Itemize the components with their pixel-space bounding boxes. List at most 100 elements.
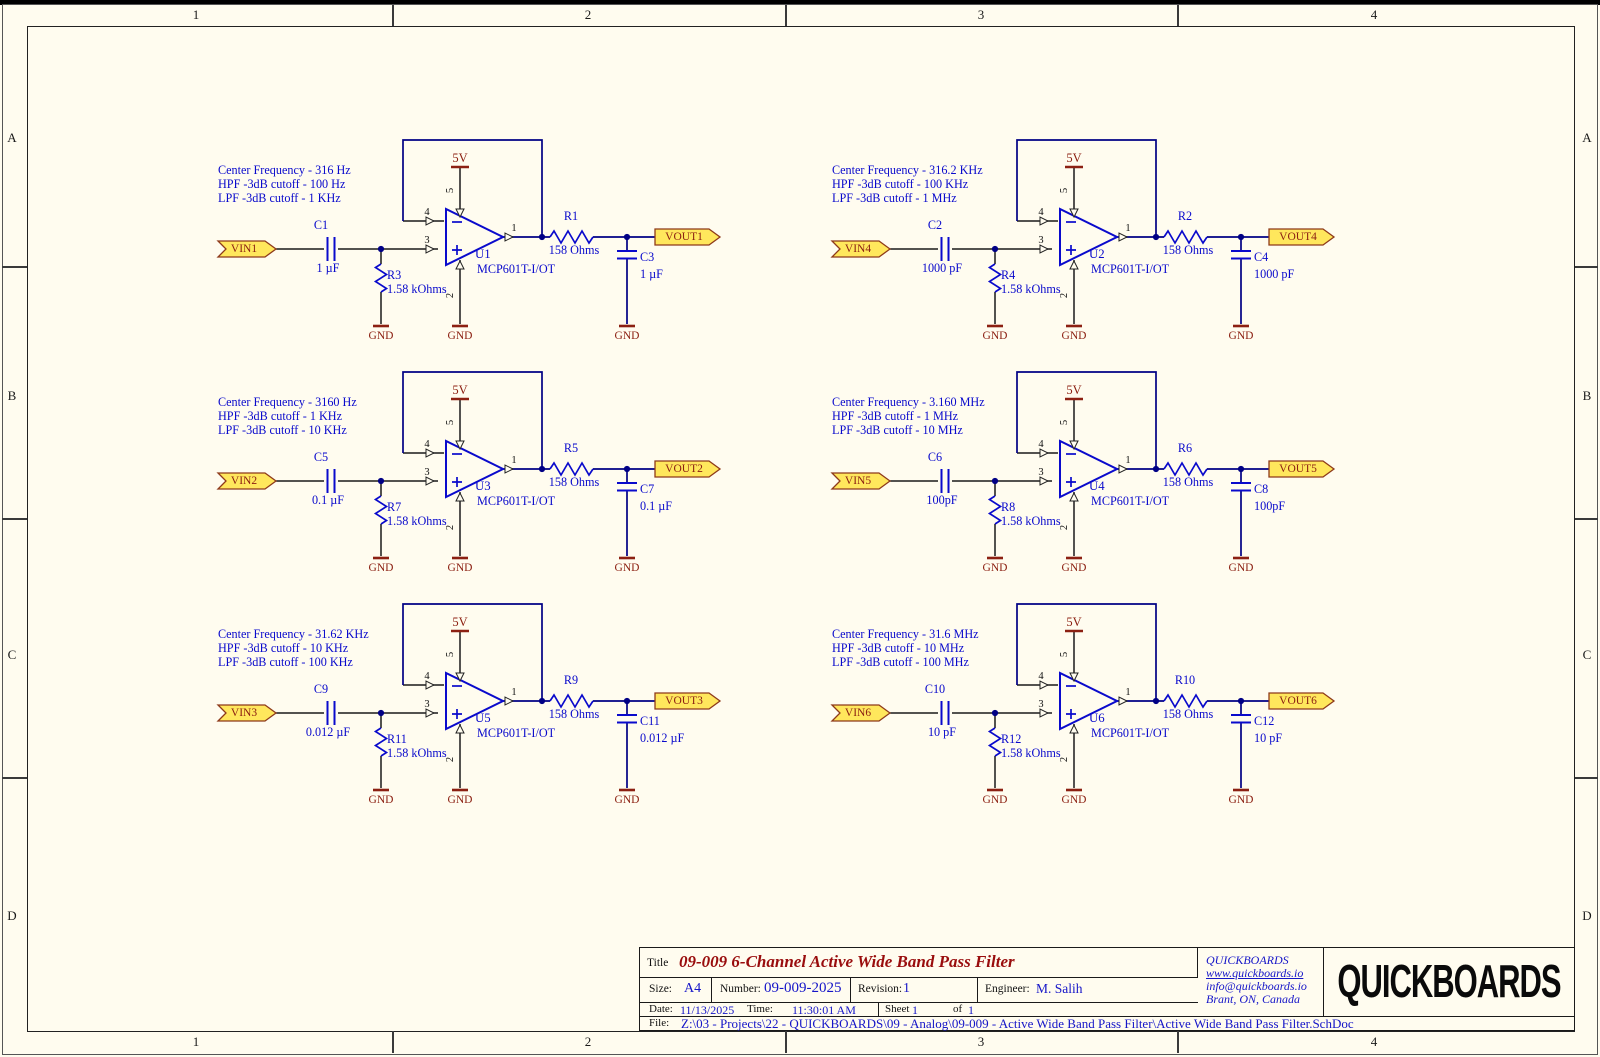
output-resistor[interactable] bbox=[1163, 461, 1208, 477]
opamp[interactable] bbox=[1059, 671, 1120, 731]
output-res-designator: R9 bbox=[563, 673, 579, 687]
output-res-designator: R1 bbox=[563, 209, 579, 223]
shunt-resistor[interactable] bbox=[373, 495, 389, 525]
filter-annotation: Center Frequency - 31.62 KHz HPF -3dB cu… bbox=[218, 627, 369, 670]
gnd-label: GND bbox=[982, 330, 1008, 342]
output-res-value: 158 Ohms bbox=[1162, 243, 1214, 257]
row-label-left-A: A bbox=[7, 130, 17, 145]
output-resistor[interactable] bbox=[1163, 229, 1208, 245]
vin-port[interactable] bbox=[830, 240, 892, 258]
pin-direction-arrows bbox=[1039, 440, 1129, 502]
opamp[interactable] bbox=[445, 207, 506, 267]
vout-port-label: VOUT4 bbox=[1279, 231, 1317, 243]
vout-port[interactable] bbox=[1268, 460, 1336, 478]
vout-port[interactable] bbox=[654, 228, 722, 246]
gnd-label: GND bbox=[982, 794, 1008, 806]
opamp-designator: U3 bbox=[475, 479, 491, 493]
frame-divider bbox=[2, 777, 27, 779]
date-cell: Date: 11/13/2025 Time: 11:30:01 AM bbox=[640, 1003, 879, 1017]
shunt-resistor[interactable] bbox=[373, 727, 389, 757]
row-label-right-C: C bbox=[1582, 647, 1592, 662]
output-res-value: 158 Ohms bbox=[1162, 475, 1214, 489]
shunt-res-designator: R12 bbox=[1001, 732, 1022, 746]
vout-port[interactable] bbox=[654, 460, 722, 478]
output-resistor[interactable] bbox=[549, 693, 594, 709]
number-label: Number: bbox=[720, 983, 761, 995]
opamp[interactable] bbox=[445, 671, 506, 731]
pin-number-inverting: 4 bbox=[424, 207, 430, 218]
output-capacitor[interactable] bbox=[617, 250, 637, 260]
output-capacitor[interactable] bbox=[1231, 482, 1251, 492]
company-info-cell: QUICKBOARDS www.quickboards.io info@quic… bbox=[1198, 948, 1324, 1017]
input-capacitor[interactable] bbox=[940, 469, 950, 493]
filter-channel: Center Frequency - 3160 Hz HPF -3dB cuto… bbox=[180, 362, 800, 612]
output-resistor[interactable] bbox=[549, 229, 594, 245]
vin-port[interactable] bbox=[830, 704, 892, 722]
junction-dots bbox=[991, 697, 1245, 717]
company-url[interactable]: www.quickboards.io bbox=[1206, 966, 1304, 980]
row-label-right-D: D bbox=[1582, 908, 1592, 923]
filter-annotation: Center Frequency - 316.2 KHz HPF -3dB cu… bbox=[832, 163, 983, 206]
revision-label: Revision: bbox=[858, 983, 903, 995]
output-capacitor[interactable] bbox=[617, 482, 637, 492]
opamp[interactable] bbox=[1059, 207, 1120, 267]
vout-port[interactable] bbox=[654, 692, 722, 710]
pin-number-inverting: 4 bbox=[424, 439, 430, 450]
date-label: Date: bbox=[649, 1003, 673, 1015]
output-resistor[interactable] bbox=[549, 461, 594, 477]
pin-number-output: 1 bbox=[511, 455, 517, 466]
opamp-part-number: MCP601T-I/OT bbox=[1091, 494, 1170, 508]
output-capacitor[interactable] bbox=[1231, 714, 1251, 724]
frame-divider bbox=[1177, 5, 1179, 26]
output-capacitor[interactable] bbox=[1231, 250, 1251, 260]
hpf-cutoff-note: HPF -3dB cutoff - 1 MHz bbox=[832, 409, 959, 424]
input-capacitor[interactable] bbox=[940, 237, 950, 261]
pin-number-vss: 2 bbox=[445, 292, 457, 299]
col-label-bottom-1: 1 bbox=[192, 1034, 200, 1049]
vin-port[interactable] bbox=[216, 472, 278, 490]
pin-number-vdd: 5 bbox=[1059, 651, 1071, 658]
vin-port[interactable] bbox=[216, 704, 278, 722]
shunt-resistor[interactable] bbox=[987, 263, 1003, 293]
input-capacitor[interactable] bbox=[326, 237, 336, 261]
company-email: info@quickboards.io bbox=[1206, 979, 1307, 993]
input-capacitor[interactable] bbox=[326, 701, 336, 725]
input-capacitor[interactable] bbox=[940, 701, 950, 725]
gnd-label: GND bbox=[368, 562, 394, 574]
vin-port-label: VIN4 bbox=[844, 243, 872, 255]
gnd-label: GND bbox=[614, 330, 640, 342]
vin-port[interactable] bbox=[216, 240, 278, 258]
vin-port[interactable] bbox=[830, 472, 892, 490]
frame-divider bbox=[392, 1031, 394, 1053]
output-cap-designator: C3 bbox=[640, 250, 655, 264]
input-cap-designator: C9 bbox=[313, 682, 329, 696]
revision-cell: Revision: 1 bbox=[851, 978, 978, 1002]
vout-port[interactable] bbox=[1268, 228, 1336, 246]
shunt-resistor[interactable] bbox=[373, 263, 389, 293]
input-capacitor[interactable] bbox=[326, 469, 336, 493]
power-5v-label: 5V bbox=[1066, 151, 1082, 165]
opamp[interactable] bbox=[1059, 439, 1120, 499]
hpf-cutoff-note: HPF -3dB cutoff - 100 Hz bbox=[218, 177, 346, 192]
shunt-resistor[interactable] bbox=[987, 495, 1003, 525]
input-cap-value: 10 pF bbox=[927, 725, 957, 739]
vout-port[interactable] bbox=[1268, 692, 1336, 710]
pin-number-vss: 2 bbox=[1059, 292, 1071, 299]
output-resistor[interactable] bbox=[1163, 693, 1208, 709]
filter-channel: Center Frequency - 316 Hz HPF -3dB cutof… bbox=[180, 130, 800, 380]
power-5v-label: 5V bbox=[1066, 383, 1082, 397]
shunt-res-designator: R4 bbox=[1001, 268, 1016, 282]
output-capacitor[interactable] bbox=[617, 714, 637, 724]
pin-number-inverting: 4 bbox=[1038, 439, 1044, 450]
opamp-part-number: MCP601T-I/OT bbox=[477, 726, 556, 740]
input-cap-designator: C2 bbox=[927, 218, 943, 232]
output-cap-value: 10 pF bbox=[1254, 731, 1283, 745]
opamp[interactable] bbox=[445, 439, 506, 499]
junction-dots bbox=[991, 233, 1245, 253]
shunt-res-value: 1.58 kOhms bbox=[1001, 514, 1061, 528]
shunt-resistor[interactable] bbox=[987, 727, 1003, 757]
pin-direction-arrows bbox=[1039, 672, 1129, 734]
circuit-graphics bbox=[830, 603, 1336, 792]
pin-number-output: 1 bbox=[511, 223, 517, 234]
window-top-edge bbox=[0, 0, 1600, 5]
